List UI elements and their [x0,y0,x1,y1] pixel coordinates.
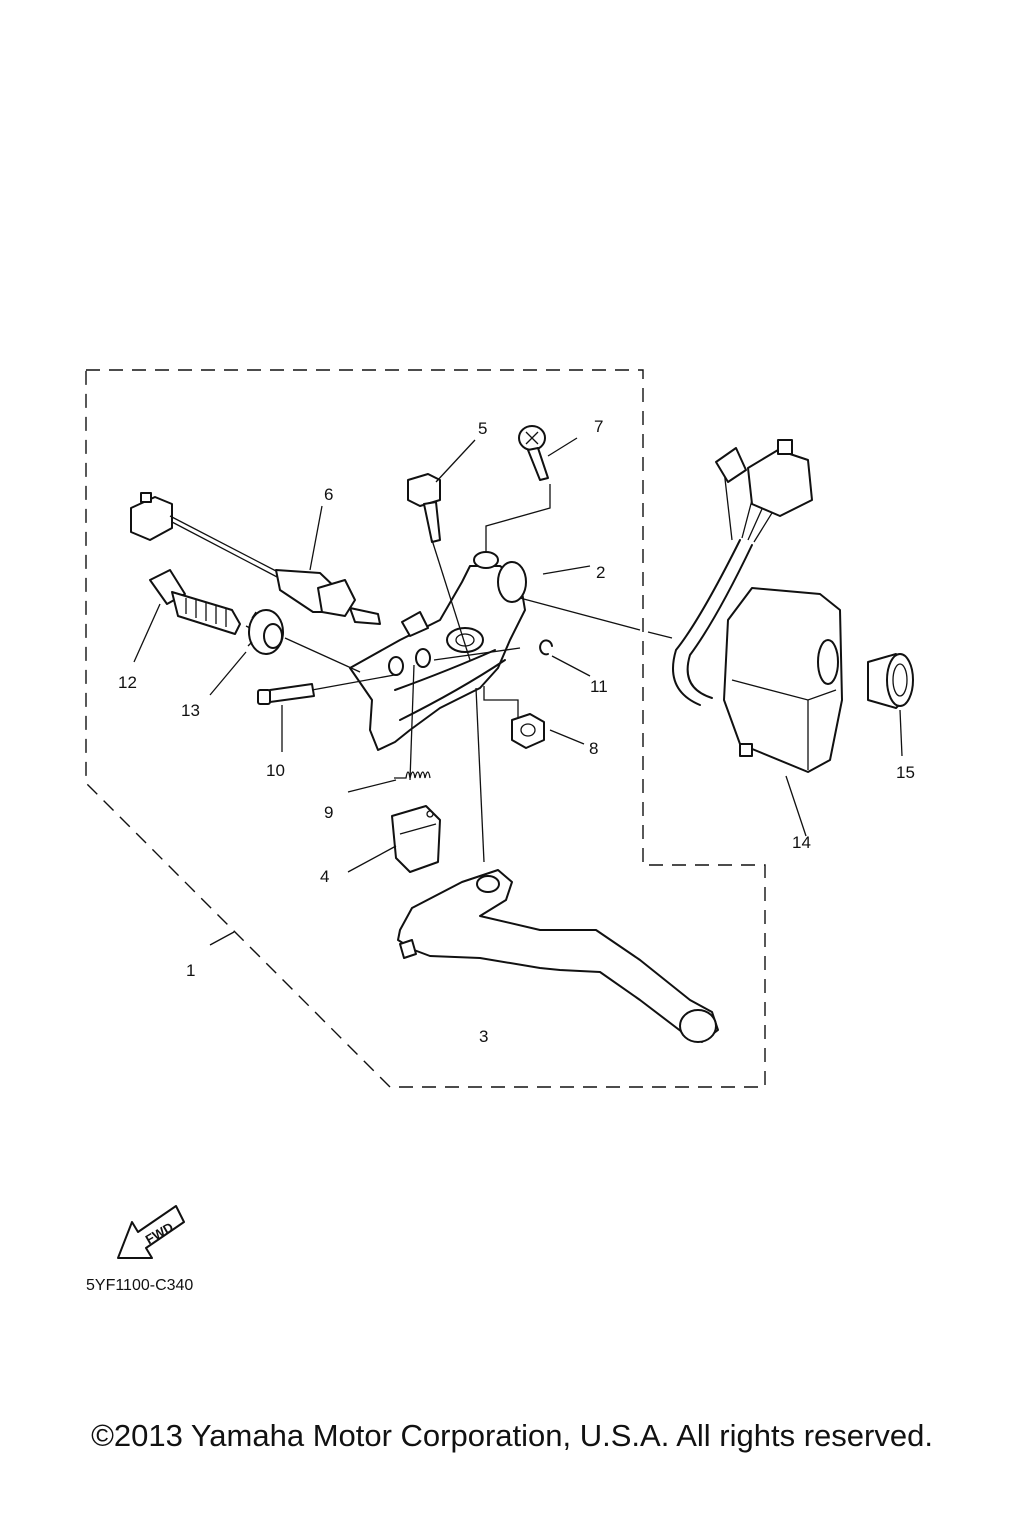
callout-5: 5 [478,419,487,438]
callout-9: 9 [324,803,333,822]
callout-7: 7 [594,417,603,436]
cover-part [391,805,441,873]
lever-holder-part [349,551,527,751]
callout-1: 1 [186,961,195,980]
callout-13: 13 [181,701,200,720]
fwd-arrow-icon: FWD [117,1205,185,1259]
callout-4: 4 [320,867,329,886]
callout-labels: 1 2 3 4 5 6 7 8 9 10 11 12 13 14 15 [118,417,915,1046]
lever-part [397,869,719,1043]
circlip-part [539,639,553,656]
assembly-boundary [85,369,766,1088]
handlebar-switch-part [672,439,843,773]
screw-7-part [518,425,549,481]
copyright-notice: ©2013 Yamaha Motor Corporation, U.S.A. A… [91,1418,933,1453]
brake-switch-part [130,492,381,625]
callout-8: 8 [589,739,598,758]
callout-15: 15 [896,763,915,782]
nut-part [511,713,545,749]
grip-sleeve-part [867,653,914,709]
bolt-5-part [407,473,441,543]
leader-lines [133,437,903,946]
callout-11: 11 [590,677,608,696]
callout-2: 2 [596,563,605,582]
drawing-code: 5YF1100-C340 [86,1277,193,1294]
locknut-part [245,609,284,655]
callout-10: 10 [266,761,285,780]
callout-14: 14 [792,833,811,852]
callout-3: 3 [479,1027,488,1046]
callout-6: 6 [324,485,333,504]
adjuster-bolt-part [149,569,241,635]
spring-part [394,771,431,779]
pivot-bolt-part [257,683,315,705]
callout-12: 12 [118,673,137,692]
